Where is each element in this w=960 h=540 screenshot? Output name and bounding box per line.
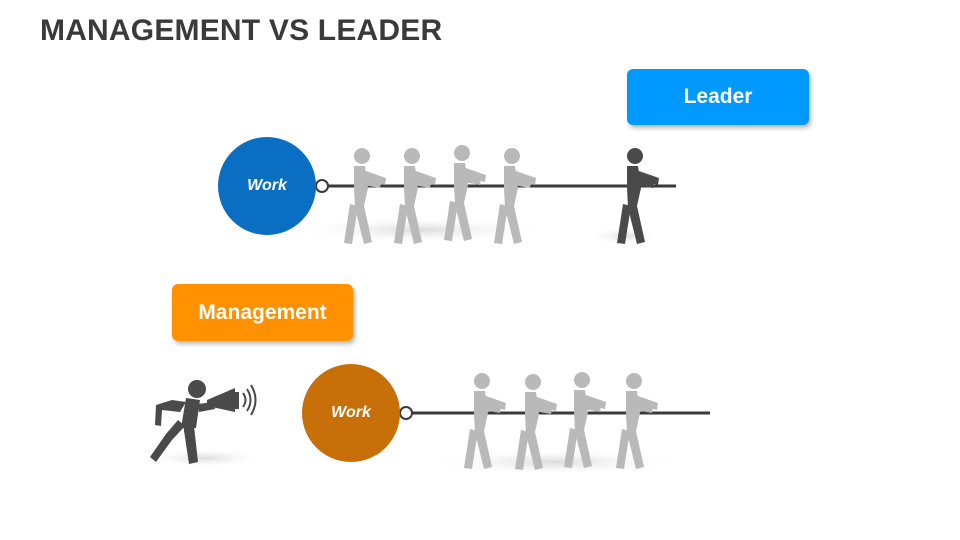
leader-label-box: Leader <box>627 69 809 125</box>
rope-hook <box>399 406 413 420</box>
rope-hook <box>315 179 329 193</box>
work-label: Work <box>247 177 287 194</box>
slide-title: MANAGEMENT VS LEADER <box>40 14 443 47</box>
ground-shadow <box>425 448 685 476</box>
manager-figure <box>150 380 215 464</box>
leader-figure <box>617 148 659 244</box>
management-label-box: Management <box>172 284 353 341</box>
megaphone-icon <box>207 384 257 416</box>
work-ball-bottom: Work <box>302 364 400 462</box>
work-label: Work <box>331 404 371 421</box>
leader-label: Leader <box>683 85 753 108</box>
work-ball-top: Work <box>218 137 316 235</box>
ground-shadow <box>145 448 265 468</box>
management-label: Management <box>198 300 327 324</box>
